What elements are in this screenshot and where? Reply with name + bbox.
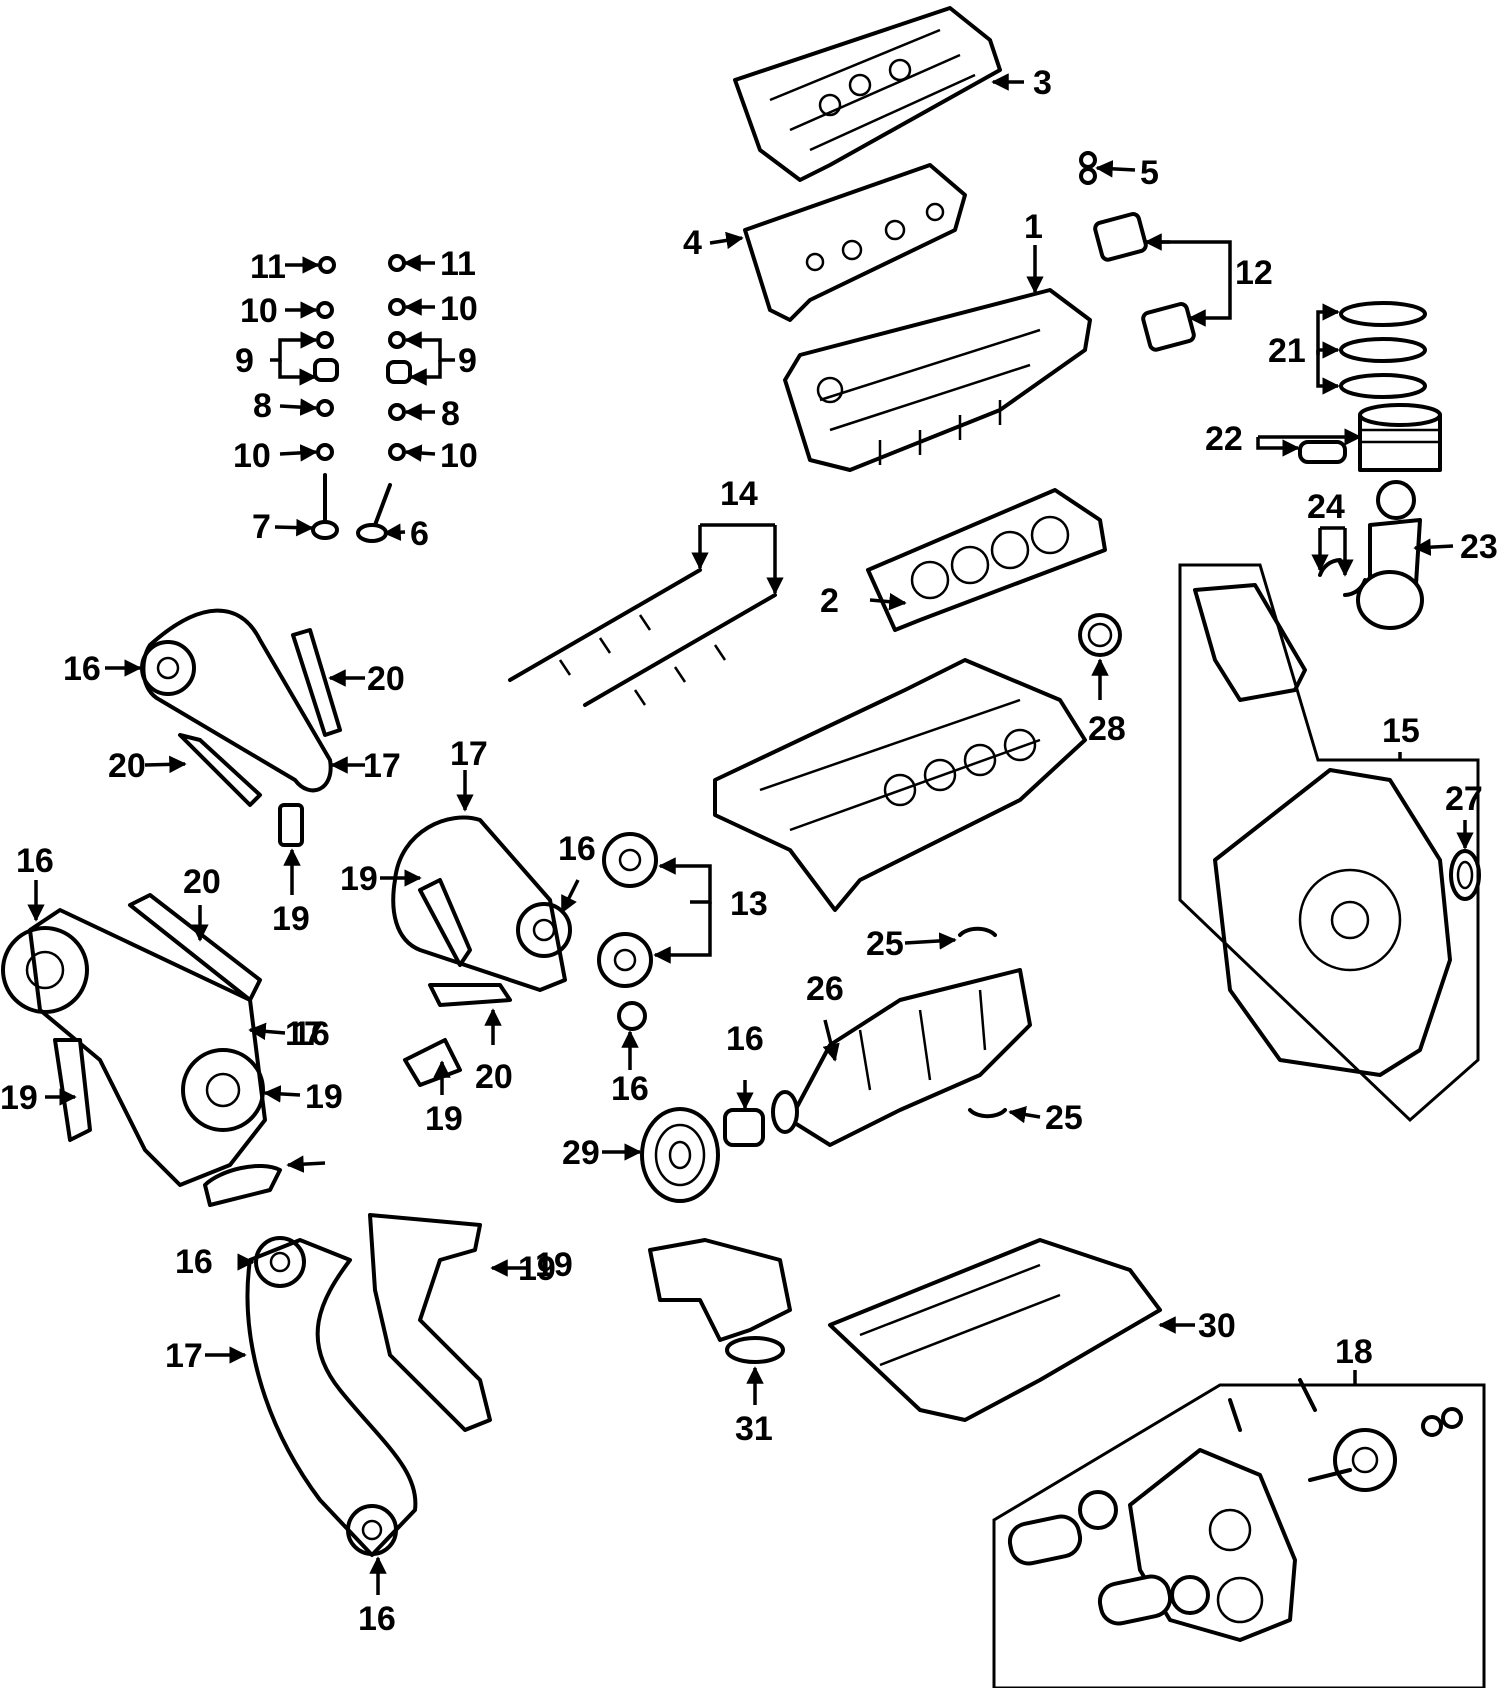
callout-14: 14 (720, 475, 758, 513)
callout-18: 18 (1335, 1333, 1373, 1371)
callout-11-right: 11 (440, 245, 476, 283)
callout-9-right: 9 (458, 342, 477, 380)
oil-pan-part (828, 1238, 1162, 1422)
callout-8-left: 8 (253, 387, 272, 425)
callout-19-a: 19 (272, 900, 310, 938)
callout-20-a: 20 (367, 660, 405, 698)
callout-9-left: 9 (235, 342, 254, 380)
valve-train-part (313, 254, 412, 461)
callout-20-d: 20 (475, 1058, 513, 1096)
engine-block-part (713, 658, 1087, 912)
callout-5: 5 (1140, 154, 1159, 192)
callout-labels: 1 2 3 4 5 6 7 8 8 9 9 10 10 10 10 11 11 … (0, 64, 1498, 1638)
callout-16-e: 16 (611, 1070, 649, 1108)
callout-15: 15 (1382, 712, 1420, 750)
lifter-part (1093, 212, 1196, 352)
head-gasket-part (866, 488, 1107, 632)
timing-cover-box (1178, 563, 1480, 1123)
callout-10-b: 10 (440, 290, 478, 328)
callout-1: 1 (1024, 208, 1043, 246)
callout-31: 31 (735, 1410, 773, 1448)
piston-pin-part (1298, 440, 1347, 464)
callout-19-f: 19 (518, 1250, 556, 1288)
callout-19-e: 19 (425, 1100, 463, 1138)
callout-13: 13 (730, 885, 768, 923)
camshaft-part (508, 568, 777, 707)
rod-bearing-part (1318, 558, 1367, 597)
cylinder-head-part (783, 288, 1092, 472)
callout-11-left: 11 (250, 248, 286, 286)
callout-17-a: 17 (363, 747, 401, 785)
cam-phaser-part (597, 832, 658, 988)
callout-16-h: 16 (358, 1600, 396, 1638)
callout-20-c: 20 (183, 863, 221, 901)
callout-17-b: 17 (450, 735, 488, 773)
timing-cover-part (1193, 583, 1452, 1077)
callout-8-right: 8 (441, 395, 460, 433)
callout-19-c: 19 (0, 1079, 38, 1117)
auxiliary-assembly-part (1007, 1378, 1463, 1642)
crank-seal-part (1449, 849, 1481, 901)
small-plug-part (1079, 151, 1097, 185)
callout-10-d: 10 (440, 437, 478, 475)
chain-guide-part (128, 628, 512, 1007)
callout-26: 26 (806, 970, 844, 1008)
valve-cover-gasket-part (743, 163, 967, 322)
callout-23: 23 (1460, 528, 1498, 566)
callout-20-b: 20 (108, 747, 146, 785)
connecting-rod-part (1356, 480, 1424, 630)
callout-10-a: 10 (240, 292, 278, 330)
callout-25-top: 25 (866, 925, 904, 963)
callout-2: 2 (820, 582, 839, 620)
timing-chain-part (28, 608, 567, 1557)
exhaust-valve-part (311, 473, 339, 540)
callout-29: 29 (562, 1134, 600, 1172)
rear-seal-part (1078, 613, 1122, 657)
leader-lines (27, 73, 1474, 1595)
callout-17-c: 17 (285, 1015, 323, 1053)
callout-16-d: 16 (558, 830, 596, 868)
valve-cover-part (733, 6, 1002, 182)
crankshaft-part (771, 968, 1032, 1147)
callout-16-g: 16 (175, 1243, 213, 1281)
callout-16-f: 16 (726, 1020, 764, 1058)
callout-19-g: 19 (535, 1246, 573, 1284)
piston-rings-part (1339, 301, 1427, 399)
callout-4: 4 (683, 224, 702, 262)
callout-10-c: 10 (233, 437, 271, 475)
callout-12: 12 (1235, 254, 1273, 292)
callout-19-d: 19 (305, 1078, 343, 1116)
piston-part (1358, 403, 1442, 472)
callout-27: 27 (1445, 780, 1483, 818)
callout-28: 28 (1088, 710, 1126, 748)
main-bearing-part (958, 926, 1007, 1119)
crank-pulley-part (640, 1107, 720, 1203)
callout-3: 3 (1033, 64, 1052, 102)
callout-7: 7 (252, 508, 271, 546)
callout-30: 30 (1198, 1307, 1236, 1345)
callout-25-bottom: 25 (1045, 1099, 1083, 1137)
auxiliary-assembly-box (992, 1383, 1486, 1688)
callout-24: 24 (1307, 488, 1345, 526)
callout-21: 21 (1268, 332, 1306, 370)
callout-22: 22 (1205, 420, 1243, 458)
callout-16-b: 16 (16, 842, 54, 880)
callout-6: 6 (410, 515, 429, 553)
callout-17-d: 17 (165, 1337, 203, 1375)
callout-16-c: 16 (292, 1015, 330, 1053)
callout-16-a: 16 (63, 650, 101, 688)
oil-pump-part (648, 1238, 792, 1364)
callout-19-b: 19 (340, 860, 378, 898)
